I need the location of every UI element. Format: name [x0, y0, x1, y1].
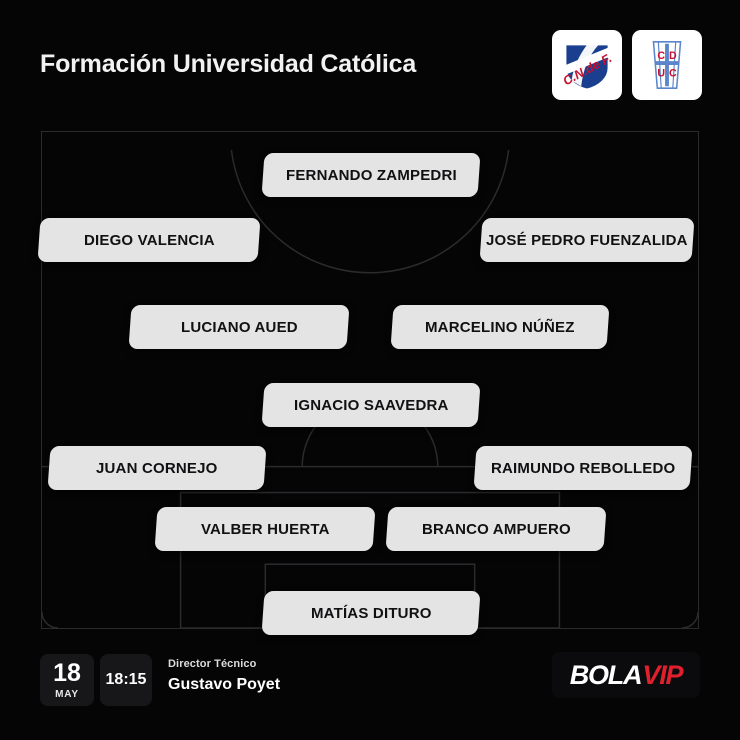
player-chip[interactable]: JOSÉ PEDRO FUENZALIDA	[479, 218, 695, 262]
player-chip[interactable]: MARCELINO NÚÑEZ	[390, 305, 610, 349]
player-name: MARCELINO NÚÑEZ	[425, 318, 575, 336]
player-name: JUAN CORNEJO	[96, 459, 218, 477]
svg-text:U: U	[657, 68, 665, 80]
player-name: RAIMUNDO REBOLLEDO	[490, 459, 676, 477]
catolica-crest-icon: C D U C	[652, 41, 682, 89]
player-chip[interactable]: RAIMUNDO REBOLLEDO	[473, 446, 693, 490]
player-name: FERNANDO ZAMPEDRI	[285, 166, 457, 184]
match-time: 18:15	[100, 654, 152, 706]
badge-group: C.N.de F. C D U C	[552, 30, 702, 100]
universidad-catolica-badge: C D U C	[632, 30, 702, 100]
nacional-crest-icon: C.N.de F.	[561, 44, 614, 90]
player-name: BRANCO AMPUERO	[421, 520, 571, 538]
match-month: MAY	[55, 688, 79, 700]
footer: 18 MAY 18:15 Director Técnico Gustavo Po…	[0, 640, 740, 740]
coach-name: Gustavo Poyet	[168, 676, 281, 693]
player-name: MATÍAS DITURO	[310, 604, 432, 622]
player-chip[interactable]: DIEGO VALENCIA	[37, 218, 261, 262]
logo-text-vip: VIP	[642, 659, 683, 690]
player-chip[interactable]: JUAN CORNEJO	[47, 446, 267, 490]
coach-role-label: Director Técnico	[168, 658, 257, 670]
player-name: JOSÉ PEDRO FUENZALIDA	[486, 231, 688, 249]
player-name: IGNACIO SAAVEDRA	[293, 396, 449, 414]
svg-text:C: C	[669, 68, 677, 80]
pitch: FERNANDO ZAMPEDRI DIEGO VALENCIA JOSÉ PEDR…	[37, 131, 699, 635]
match-day: 18	[53, 658, 81, 687]
player-chip[interactable]: VALBER HUERTA	[154, 507, 376, 551]
player-name: VALBER HUERTA	[200, 520, 330, 538]
player-name: LUCIANO AUED	[180, 318, 298, 336]
page-title: Formación Universidad Católica	[40, 50, 417, 78]
player-chip[interactable]: MATÍAS DITURO	[261, 591, 481, 635]
player-chip[interactable]: LUCIANO AUED	[128, 305, 350, 349]
player-chip[interactable]: IGNACIO SAAVEDRA	[261, 383, 481, 427]
match-date-box: 18 MAY	[40, 654, 94, 706]
player-name: DIEGO VALENCIA	[83, 231, 215, 249]
header: Formación Universidad Católica C.N.de F.	[0, 0, 740, 130]
club-nacional-de-football-badge: C.N.de F.	[552, 30, 622, 100]
player-chip[interactable]: BRANCO AMPUERO	[385, 507, 607, 551]
player-chip[interactable]: FERNANDO ZAMPEDRI	[261, 153, 481, 197]
svg-text:D: D	[669, 50, 677, 62]
logo-text-bola: BOLA	[569, 659, 643, 690]
svg-text:C: C	[657, 50, 665, 62]
pitch-markings	[42, 149, 698, 628]
coach-block: Director Técnico Gustavo Poyet	[168, 658, 280, 694]
